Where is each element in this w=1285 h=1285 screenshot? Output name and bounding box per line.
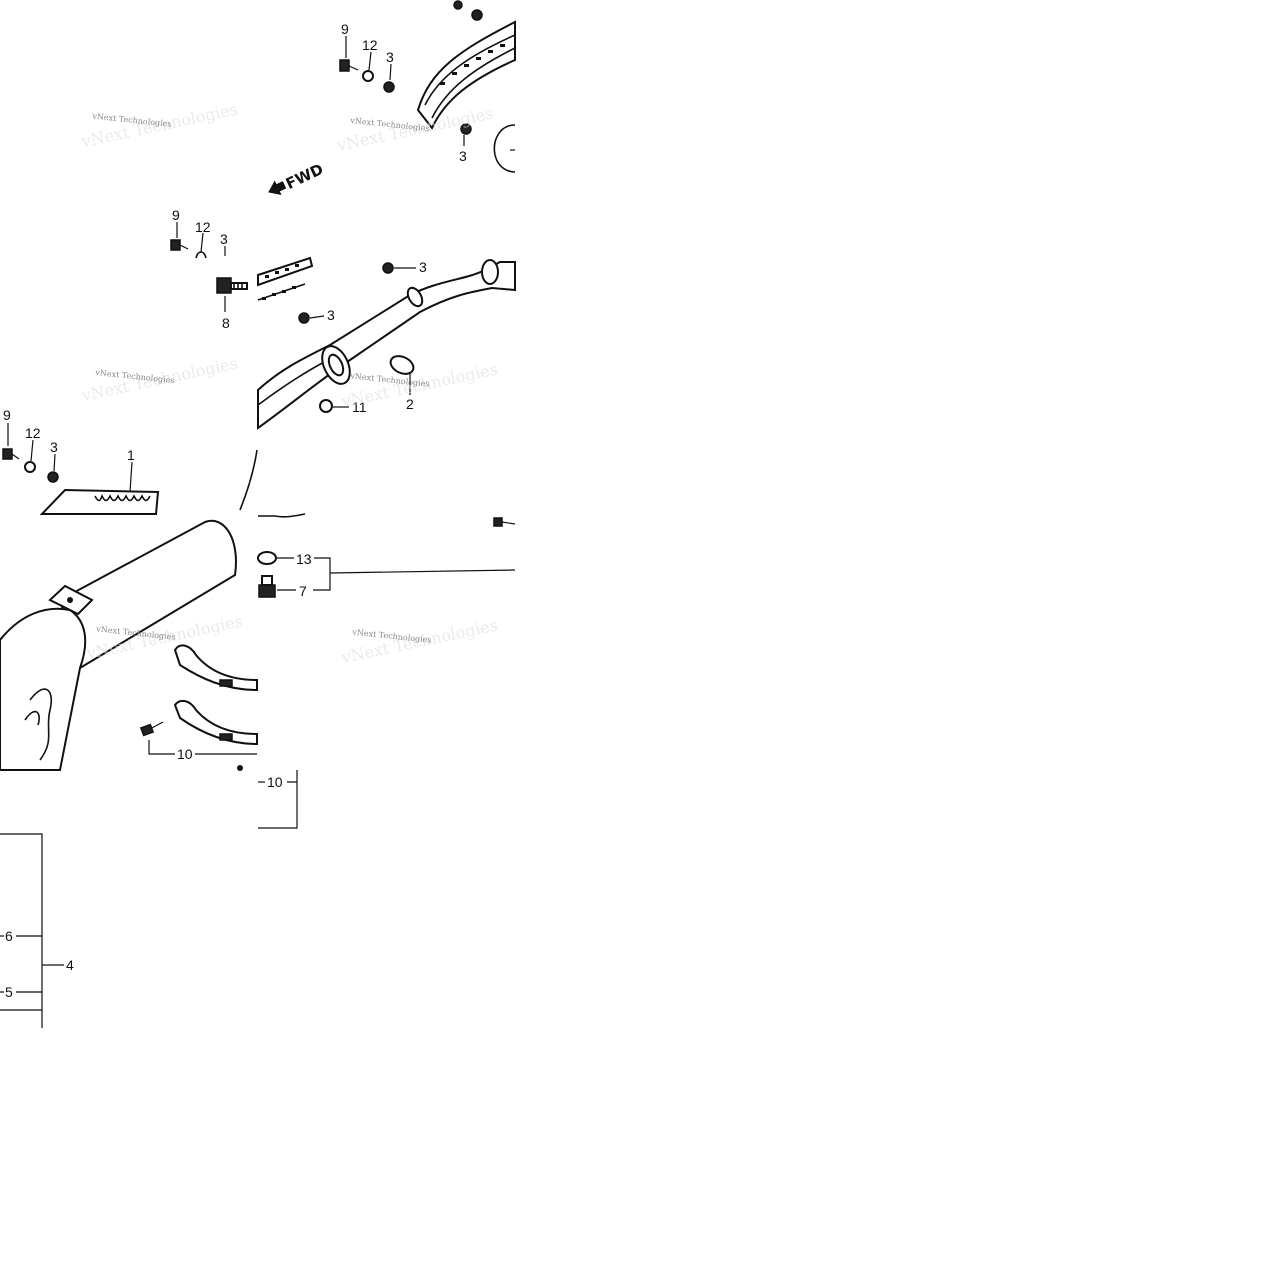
frame-slots xyxy=(440,44,505,85)
tile-callout-10: 10 xyxy=(237,765,298,829)
bolt-7 xyxy=(258,575,276,598)
fwd-label: FWD xyxy=(283,160,326,193)
tile-callout-assembly: 6 5 4 xyxy=(0,833,74,1028)
nut-3-e xyxy=(47,471,59,483)
washer-13 xyxy=(257,551,277,565)
exhaust-joint-collar xyxy=(321,345,351,385)
nut-3-b xyxy=(460,123,472,135)
callout-9: 9 xyxy=(341,21,349,37)
clamp-upper xyxy=(173,644,258,692)
nut-3-a xyxy=(383,81,395,93)
frame-section-1 xyxy=(39,488,160,515)
muffler-body xyxy=(58,519,237,670)
nut-11 xyxy=(319,399,333,413)
tile-drain-bolt: 13 7 vNext Technologies vNext Technologi… xyxy=(257,513,516,667)
bolt-10 xyxy=(139,721,164,737)
callout-11: 11 xyxy=(352,399,367,415)
tile-exhaust-pipe: 3 3 11 2 vNext Technologies vNext Techno… xyxy=(257,256,516,430)
callout-12: 12 xyxy=(195,219,211,235)
callout-3: 3 xyxy=(459,148,467,164)
callout-13: 13 xyxy=(296,551,312,567)
tile-bolts-lower: 9 12 3 1 xyxy=(2,407,258,515)
tile-bolts-mid: 9 12 3 8 vNext Technologies vNext Techno… xyxy=(79,207,248,405)
callout-9: 9 xyxy=(3,407,11,423)
callout-3: 3 xyxy=(220,231,228,247)
callout-1: 1 xyxy=(127,447,135,463)
callout-6: 6 xyxy=(5,928,13,944)
washer-12-b xyxy=(195,251,207,259)
tile-empty-top-left: vNext Technologies vNext Technologies xyxy=(79,99,239,151)
bolt-9-c xyxy=(2,448,20,460)
callout-3: 3 xyxy=(327,307,335,323)
washer-12-c xyxy=(24,461,36,473)
bolt-8 xyxy=(216,277,248,294)
callout-3: 3 xyxy=(50,439,58,455)
callout-10: 10 xyxy=(267,774,283,790)
callout-9: 9 xyxy=(172,207,180,223)
bolt-partial xyxy=(493,517,516,527)
callout-12: 12 xyxy=(362,37,378,53)
callout-7: 7 xyxy=(299,583,307,599)
fwd-arrow: FWD xyxy=(268,160,326,195)
callout-4: 4 xyxy=(66,957,74,973)
nut-3-d xyxy=(298,312,310,324)
callout-3: 3 xyxy=(419,259,427,275)
bolt-9-a xyxy=(339,59,359,72)
callout-8: 8 xyxy=(222,315,230,331)
bolt-9-b xyxy=(170,239,189,251)
callout-2: 2 xyxy=(406,396,414,412)
callout-12: 12 xyxy=(25,425,41,441)
gasket-2 xyxy=(389,355,415,375)
callout-3: 3 xyxy=(386,49,394,65)
tile-muffler: 10 vNext Technologies vNext Technologies xyxy=(0,519,258,771)
callout-5: 5 xyxy=(5,984,13,1000)
tile-frame-upper: 9 12 3 3 vNext Technologies vNext Techno… xyxy=(268,0,516,195)
clamp-lower xyxy=(173,699,258,746)
nut-3-c xyxy=(382,262,394,274)
callout-10: 10 xyxy=(177,746,193,762)
washer-12-a xyxy=(362,70,374,82)
